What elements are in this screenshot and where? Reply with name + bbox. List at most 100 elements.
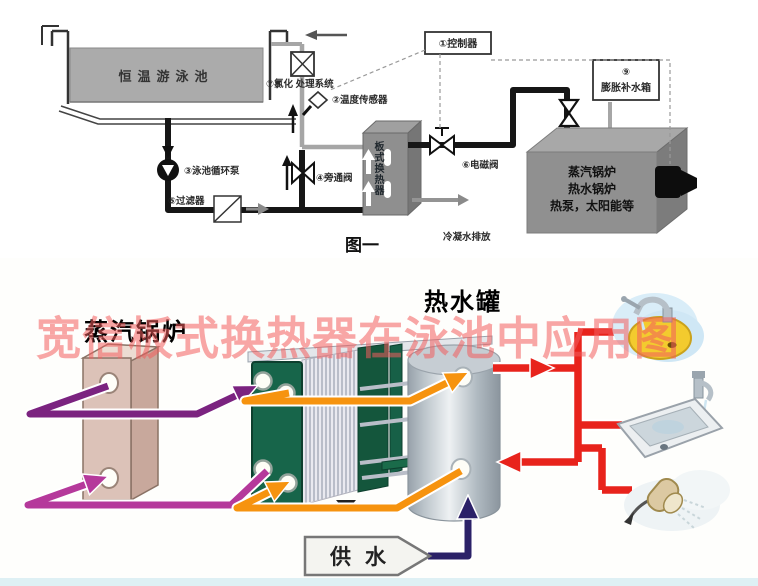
- faucet-basin: [612, 293, 704, 362]
- hx3d-plate-lines: [305, 351, 355, 503]
- figure2-illustration: 蒸汽锅炉 热水罐: [0, 258, 758, 586]
- expansion-tank-box: ⑨ 膨胀补水箱: [592, 59, 660, 101]
- hx-arrow-stem: [366, 192, 371, 206]
- pump-impeller-icon: [162, 165, 174, 176]
- controller-label: ①控制器: [439, 37, 478, 50]
- temp-sensor-label: ②温度传感器: [332, 94, 388, 106]
- hx-arrow-up-icon: [362, 149, 375, 160]
- shower-spray: [677, 499, 707, 529]
- boiler-front-face: [526, 151, 658, 234]
- pool-drain-channel: [58, 105, 296, 125]
- swimming-pool: 恒温游泳池: [41, 25, 296, 125]
- tap-flow-arrow-right-icon: [529, 355, 556, 381]
- hot-water-tank-label: 热水罐: [424, 288, 502, 316]
- chlorination-unit: ⑦氯化 处理系统: [266, 51, 334, 90]
- wash-sink: [616, 371, 724, 459]
- flow-arrow-down-icon: [162, 146, 174, 158]
- filter-diagonal: [213, 195, 242, 223]
- control-wire: [491, 59, 671, 164]
- boiler-text-1: 蒸汽锅炉: [568, 164, 616, 179]
- shower-face: [662, 492, 684, 514]
- water-stream: [638, 315, 646, 331]
- sink-spout-icon: [697, 379, 714, 402]
- hx-slot: [384, 181, 391, 198]
- condensate-label: 冷凝水排放: [443, 231, 491, 243]
- photo-edge-strip: [0, 578, 758, 586]
- hx-arrow-stem: [366, 160, 371, 174]
- valve-stem: [435, 127, 449, 136]
- pool-water: [69, 47, 264, 103]
- hot-return-arrow: [24, 468, 270, 509]
- solenoid-valve-label: ⑥电磁阀: [462, 159, 499, 171]
- boiler3d-right-face: [130, 345, 159, 502]
- basin-drain: [667, 342, 677, 348]
- tank-body: [407, 359, 501, 522]
- controller-box: ①控制器: [424, 31, 492, 55]
- circulation-pump: ③泳池循环泵: [157, 159, 240, 181]
- sink-water: [652, 420, 684, 434]
- hx3d-back-frame: [357, 343, 389, 493]
- pump-label: ③泳池循环泵: [184, 165, 240, 177]
- sensor-icon: [307, 90, 329, 110]
- control-wire: [329, 49, 426, 91]
- boiler-valve-icon: [557, 98, 581, 115]
- hx-arrow-up-icon: [362, 181, 375, 192]
- shower-head: [624, 470, 730, 531]
- hx-vertical-label: 板式换热器: [372, 141, 383, 196]
- tank-top: [407, 344, 501, 376]
- temperature-sensor: ②温度传感器: [301, 90, 388, 116]
- supply-label: 供水: [329, 545, 400, 569]
- hx-block: [361, 119, 423, 217]
- solenoid-valve-icon: [440, 134, 455, 156]
- pool-gutter-outer-left: [41, 25, 59, 45]
- hx3d-back-column: [389, 343, 403, 475]
- expansion-label: 膨胀补水箱: [601, 81, 651, 94]
- tap-water-pipes: [493, 326, 632, 496]
- boiler3d-bottom-port: [99, 467, 119, 489]
- flow-arrow-left-icon: [305, 30, 317, 40]
- sink-faucet-knob: [692, 371, 705, 378]
- flow-arrow-up-icon: [288, 104, 298, 116]
- supply-water-line: [428, 506, 468, 562]
- filter-unit: ⑤过滤器: [168, 195, 242, 223]
- flow-arrows: [22, 377, 463, 514]
- boiler-valve-icon: [557, 111, 581, 128]
- controller-frame: [424, 31, 492, 55]
- supply-pipe: [428, 506, 468, 560]
- expansion-frame: [592, 59, 660, 101]
- cold-in-arrow: [233, 467, 463, 512]
- flow-arrow-right-icon: [258, 203, 269, 215]
- solenoid-valve-icon: [429, 134, 444, 156]
- chlorination-label: ⑦氯化 处理系统: [266, 78, 334, 90]
- flow-arrow-up-icon: [282, 155, 292, 166]
- faucet-handle-icon: [625, 298, 641, 310]
- supply-sign: 供水: [303, 535, 433, 577]
- chlorinator-cross: [290, 51, 315, 77]
- pool-circulation-pipes: [162, 118, 365, 215]
- heat-source-boiler: 蒸汽锅炉 热水锅炉 热泵，太阳能等: [525, 98, 697, 235]
- burner-nozzle-icon: [681, 170, 697, 196]
- sink-drain: [660, 444, 668, 450]
- sensor-stem: [301, 105, 313, 116]
- burner-icon: [655, 166, 681, 198]
- heated-out-arrow: [241, 377, 459, 405]
- shower-hose-tip: [624, 512, 634, 525]
- filter-label: ⑤过滤器: [168, 195, 205, 207]
- faucet-knob: [621, 296, 627, 302]
- bypass-valve-label: ④旁通阀: [316, 172, 353, 184]
- boiler-text-2: 热水锅炉: [568, 181, 616, 196]
- flow-arrow-right-icon: [458, 194, 469, 206]
- boiler-text-3: 热泵，太阳能等: [550, 198, 634, 213]
- control-wiring: [329, 49, 671, 164]
- pool-label: 恒温游泳池: [118, 69, 213, 84]
- valve-icon: [291, 160, 305, 186]
- steam-boiler-label: 蒸汽锅炉: [84, 318, 188, 346]
- pool-wall-left: [50, 29, 70, 104]
- yellow-basin: [628, 316, 692, 360]
- hx-slot: [384, 149, 391, 166]
- valve-icon: [301, 160, 315, 186]
- expansion-number: ⑨: [622, 67, 630, 78]
- hot-supply-arrow: [26, 382, 248, 418]
